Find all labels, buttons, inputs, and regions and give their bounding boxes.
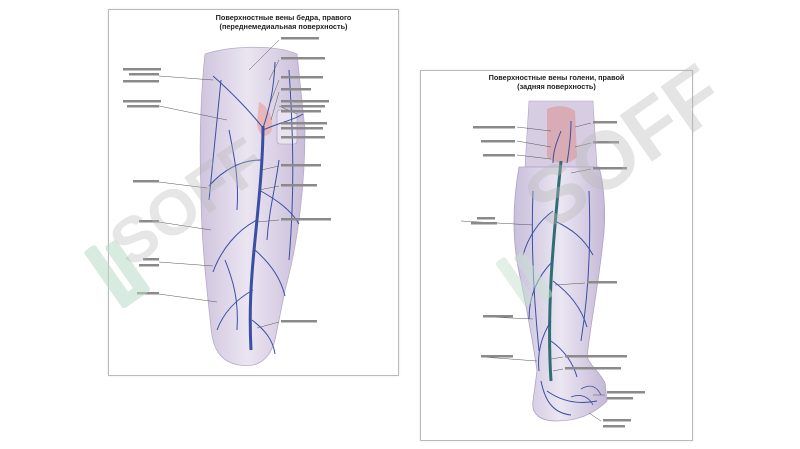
- title-line-1: Поверхностные вены голени, правой: [488, 73, 625, 82]
- calf-shape: [513, 166, 608, 422]
- lower-leg-illustration: [460, 100, 645, 428]
- great-saphenous-vein: [248, 125, 265, 351]
- heel-veins: [570, 385, 602, 406]
- title-line-2: (переднемедиальная поверхность): [219, 21, 348, 31]
- title-line-1: Поверхностные вены бедра, правого: [215, 13, 352, 22]
- vein-tributaries: [522, 120, 598, 416]
- thigh-shape: [199, 46, 306, 367]
- title-line-2: (задняя поверхность): [517, 81, 596, 91]
- vein-tributaries: [208, 61, 304, 355]
- annotation-leaders: [460, 122, 605, 422]
- poster-title: Поверхностные вены голени, правой (задня…: [421, 73, 692, 91]
- thigh-illustration: [123, 37, 331, 367]
- annotation-labels: [123, 37, 331, 323]
- popliteal-fossa: [547, 106, 577, 163]
- poster-title: Поверхностные вены бедра, правого (перед…: [109, 13, 398, 31]
- poster-lower-leg: Поверхностные вены голени, правой (задня…: [420, 70, 693, 441]
- poster-thigh: Поверхностные вены бедра, правого (перед…: [108, 9, 399, 376]
- annotation-labels: [471, 121, 645, 428]
